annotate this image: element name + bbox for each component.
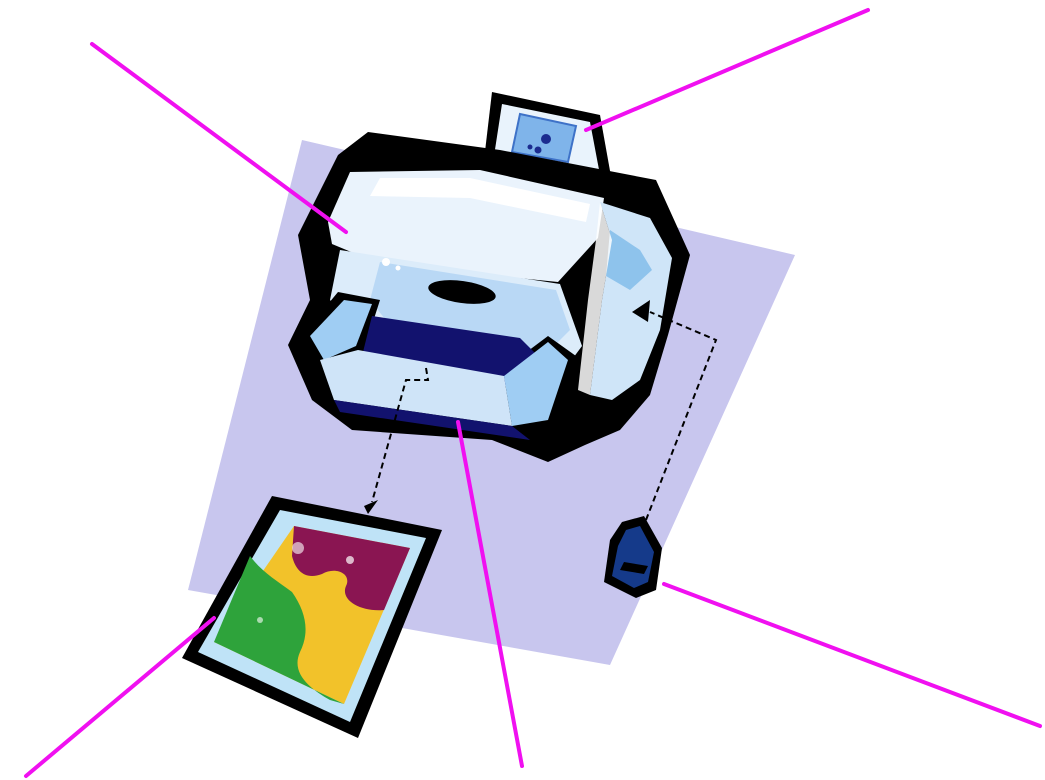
callout-ink-cartridge bbox=[664, 584, 1040, 726]
callout-printed-photo bbox=[26, 618, 214, 776]
callout-printer-cover bbox=[92, 44, 346, 232]
callout-paper-feed-slot bbox=[586, 10, 868, 130]
